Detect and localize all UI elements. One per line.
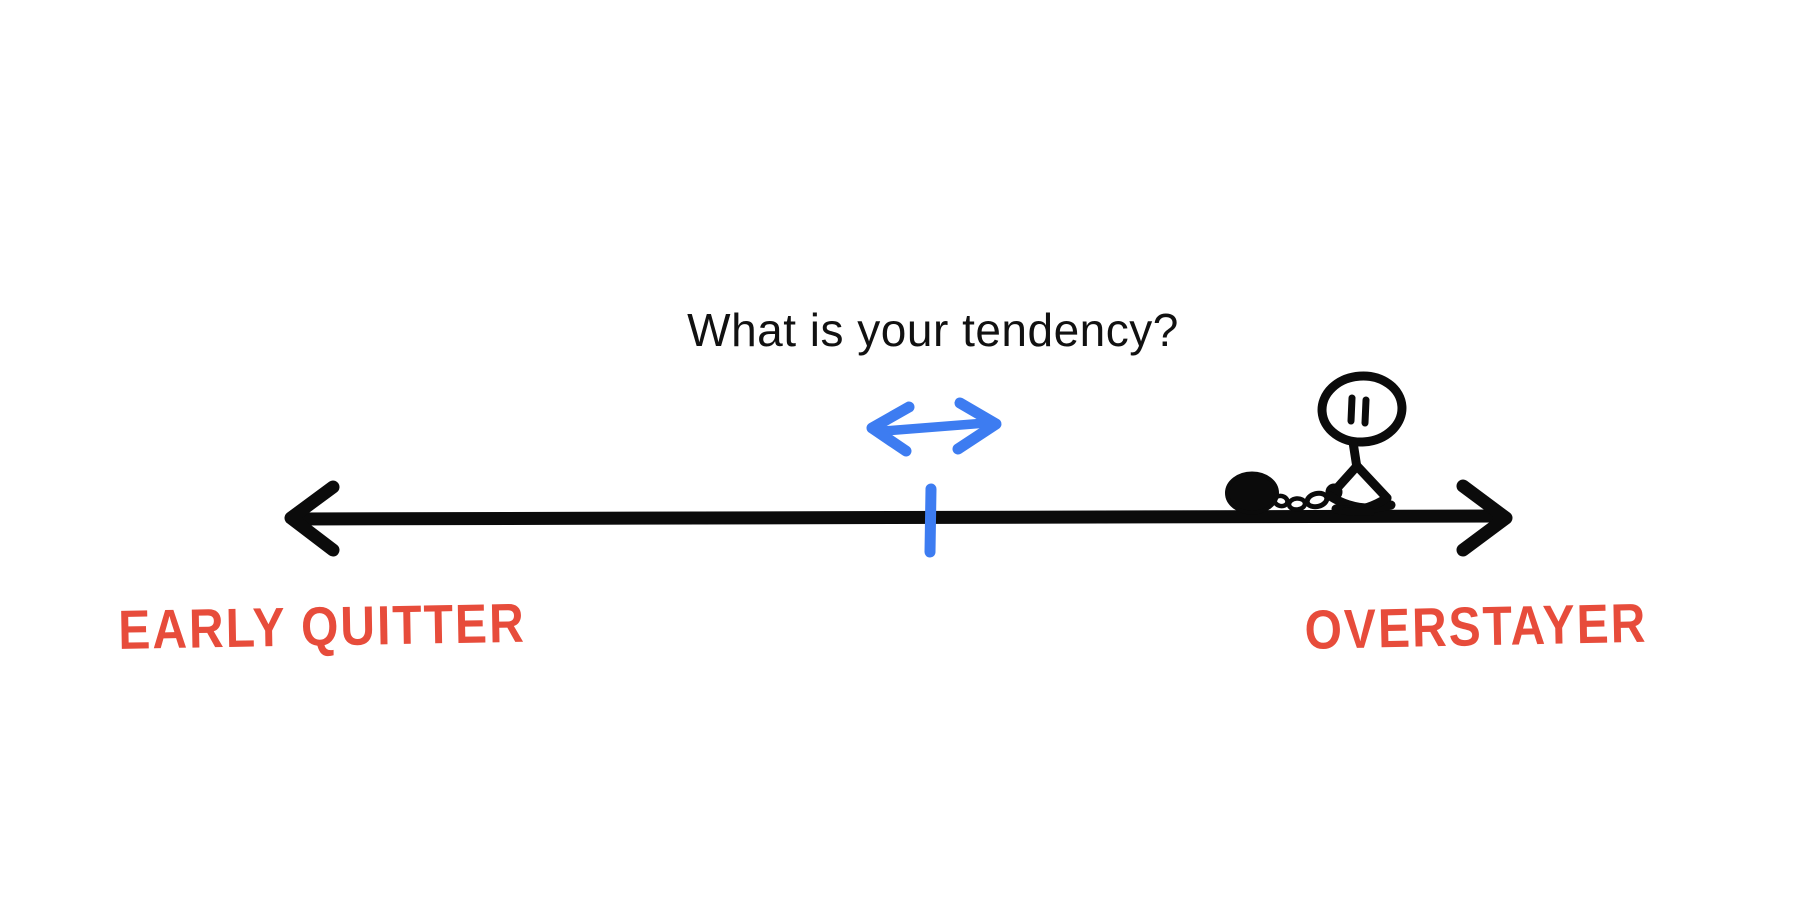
- right-arrowhead-icon: [1456, 479, 1513, 557]
- axis-label-overstayer: OVERSTAYER: [1304, 593, 1648, 662]
- page-title: What is your tendency?: [687, 304, 1179, 356]
- ball: [1225, 471, 1279, 515]
- figure-feet: [1342, 507, 1375, 516]
- tendency-marker[interactable]: [866, 397, 1002, 558]
- ball-and-chain-icon: [1225, 471, 1343, 515]
- figure-left-arm: [1325, 461, 1362, 501]
- axis-label-early-quitter: EARLY QUITTER: [117, 593, 527, 662]
- figure-right-arm: [1352, 461, 1392, 503]
- figure-eye: [1347, 394, 1356, 425]
- chain-link: [1286, 496, 1308, 512]
- figure-eye: [1361, 396, 1370, 427]
- figure-head: [1317, 371, 1407, 447]
- drag-arrow-shaft: [879, 418, 991, 436]
- left-arrowhead-icon: [284, 480, 340, 557]
- chain-link: [1272, 493, 1290, 509]
- drag-arrow-right-head: [952, 397, 1002, 455]
- marker-tick[interactable]: [924, 483, 937, 558]
- axis-line: [284, 479, 1513, 557]
- axis-shaft: [290, 509, 1507, 526]
- drag-arrow-left-head: [866, 401, 915, 457]
- chain-link: [1304, 490, 1330, 510]
- drag-arrow-icon: [866, 397, 1002, 457]
- stick-figure: [1317, 371, 1407, 516]
